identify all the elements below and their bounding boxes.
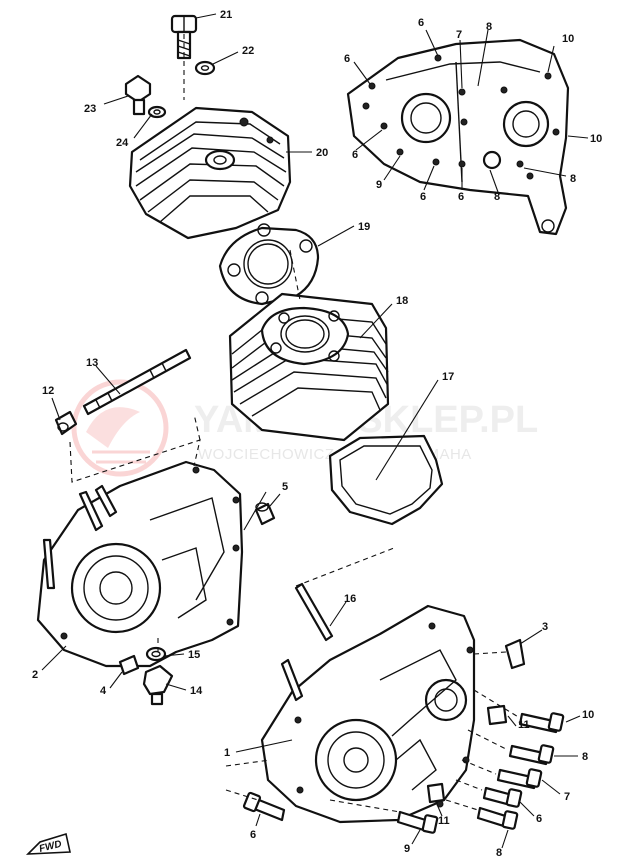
collar-part bbox=[254, 502, 276, 526]
bolt-9 bbox=[396, 810, 439, 834]
callout-10-cover-right: 10 bbox=[590, 133, 602, 145]
callout-18: 18 bbox=[396, 295, 408, 307]
callout-6-right: 6 bbox=[536, 813, 542, 825]
callout-2: 2 bbox=[32, 669, 38, 681]
clip-part bbox=[504, 638, 526, 670]
forward-arrow-icon: FWD bbox=[25, 832, 71, 855]
callout-10-cover-top: 10 bbox=[562, 33, 574, 45]
callout-12: 12 bbox=[42, 385, 54, 397]
callout-6-cover-top: 6 bbox=[418, 17, 424, 29]
dowel-4-part bbox=[118, 654, 140, 676]
callout-16: 16 bbox=[344, 593, 356, 605]
callout-4: 4 bbox=[100, 685, 107, 697]
bolt-10 bbox=[518, 712, 565, 734]
watermark-logo-icon bbox=[71, 379, 169, 477]
callout-8-cover-top: 8 bbox=[486, 21, 492, 33]
callout-24: 24 bbox=[116, 137, 129, 149]
crankcase-cover-part bbox=[346, 38, 570, 236]
callout-8-right: 8 bbox=[582, 751, 588, 763]
bolt-8 bbox=[508, 744, 555, 766]
callout-6-cover-left: 6 bbox=[344, 53, 350, 65]
dowel-11a bbox=[486, 704, 508, 726]
callout-6-cover-bottom: 6 bbox=[420, 191, 426, 203]
cylinder-part bbox=[228, 292, 390, 442]
spark-plug-part bbox=[124, 74, 152, 116]
callout-11-upper: 11 bbox=[518, 719, 530, 731]
dowel-pin-part bbox=[54, 410, 78, 436]
washer-part bbox=[194, 60, 216, 76]
callout-8-bottom: 8 bbox=[496, 847, 502, 858]
callout-9-cover: 9 bbox=[376, 179, 382, 191]
head-gasket-part bbox=[218, 223, 320, 306]
cylinder-head-part bbox=[128, 106, 292, 240]
callout-13: 13 bbox=[86, 357, 98, 369]
left-crankcase-part bbox=[36, 460, 244, 668]
callouts: 21 22 23 24 20 19 18 17 13 12 5 2 4 15 1… bbox=[32, 9, 602, 858]
callout-6-cover-bottom2: 6 bbox=[458, 191, 464, 203]
dowel-11b bbox=[426, 782, 446, 804]
right-crankcase-part bbox=[260, 604, 476, 824]
callout-7-cover: 7 bbox=[456, 29, 462, 41]
callout-6-bottom: 6 bbox=[250, 829, 256, 841]
drain-washer-part bbox=[145, 646, 167, 662]
bolt-6-left bbox=[242, 791, 286, 822]
callout-6-cover-mid: 6 bbox=[352, 149, 358, 161]
callout-10-right: 10 bbox=[582, 709, 594, 721]
callout-23: 23 bbox=[84, 103, 96, 115]
callout-5: 5 bbox=[282, 481, 288, 493]
leader-lines bbox=[41, 13, 589, 849]
crankcase-studs-left bbox=[42, 484, 118, 590]
bolt-8-low bbox=[476, 806, 519, 830]
callout-3: 3 bbox=[542, 621, 548, 633]
plug-gasket-part bbox=[147, 105, 167, 119]
callout-7-right: 7 bbox=[564, 791, 570, 803]
callout-1: 1 bbox=[224, 747, 230, 759]
callout-22: 22 bbox=[242, 45, 254, 57]
callout-15: 15 bbox=[188, 649, 200, 661]
bolt-6-right bbox=[482, 786, 523, 808]
callout-17: 17 bbox=[442, 371, 454, 383]
forward-label: FWD bbox=[38, 839, 63, 855]
callout-20: 20 bbox=[316, 147, 328, 159]
drain-bolt-part bbox=[142, 664, 174, 706]
callout-14: 14 bbox=[190, 685, 203, 697]
crankcase-bolts bbox=[242, 704, 565, 834]
callout-11-lower: 11 bbox=[438, 815, 450, 827]
stud-bolt-part bbox=[82, 348, 192, 416]
assembly-lines bbox=[69, 34, 521, 813]
base-gasket-part bbox=[328, 434, 444, 526]
callout-21: 21 bbox=[220, 9, 232, 21]
bolt-7 bbox=[496, 768, 543, 790]
callout-8-cover-right: 8 bbox=[570, 173, 576, 185]
crankcase-studs-right bbox=[280, 582, 334, 702]
callout-8-cover-bottom: 8 bbox=[494, 191, 500, 203]
callout-9-bottom: 9 bbox=[404, 843, 410, 855]
callout-19: 19 bbox=[358, 221, 370, 233]
